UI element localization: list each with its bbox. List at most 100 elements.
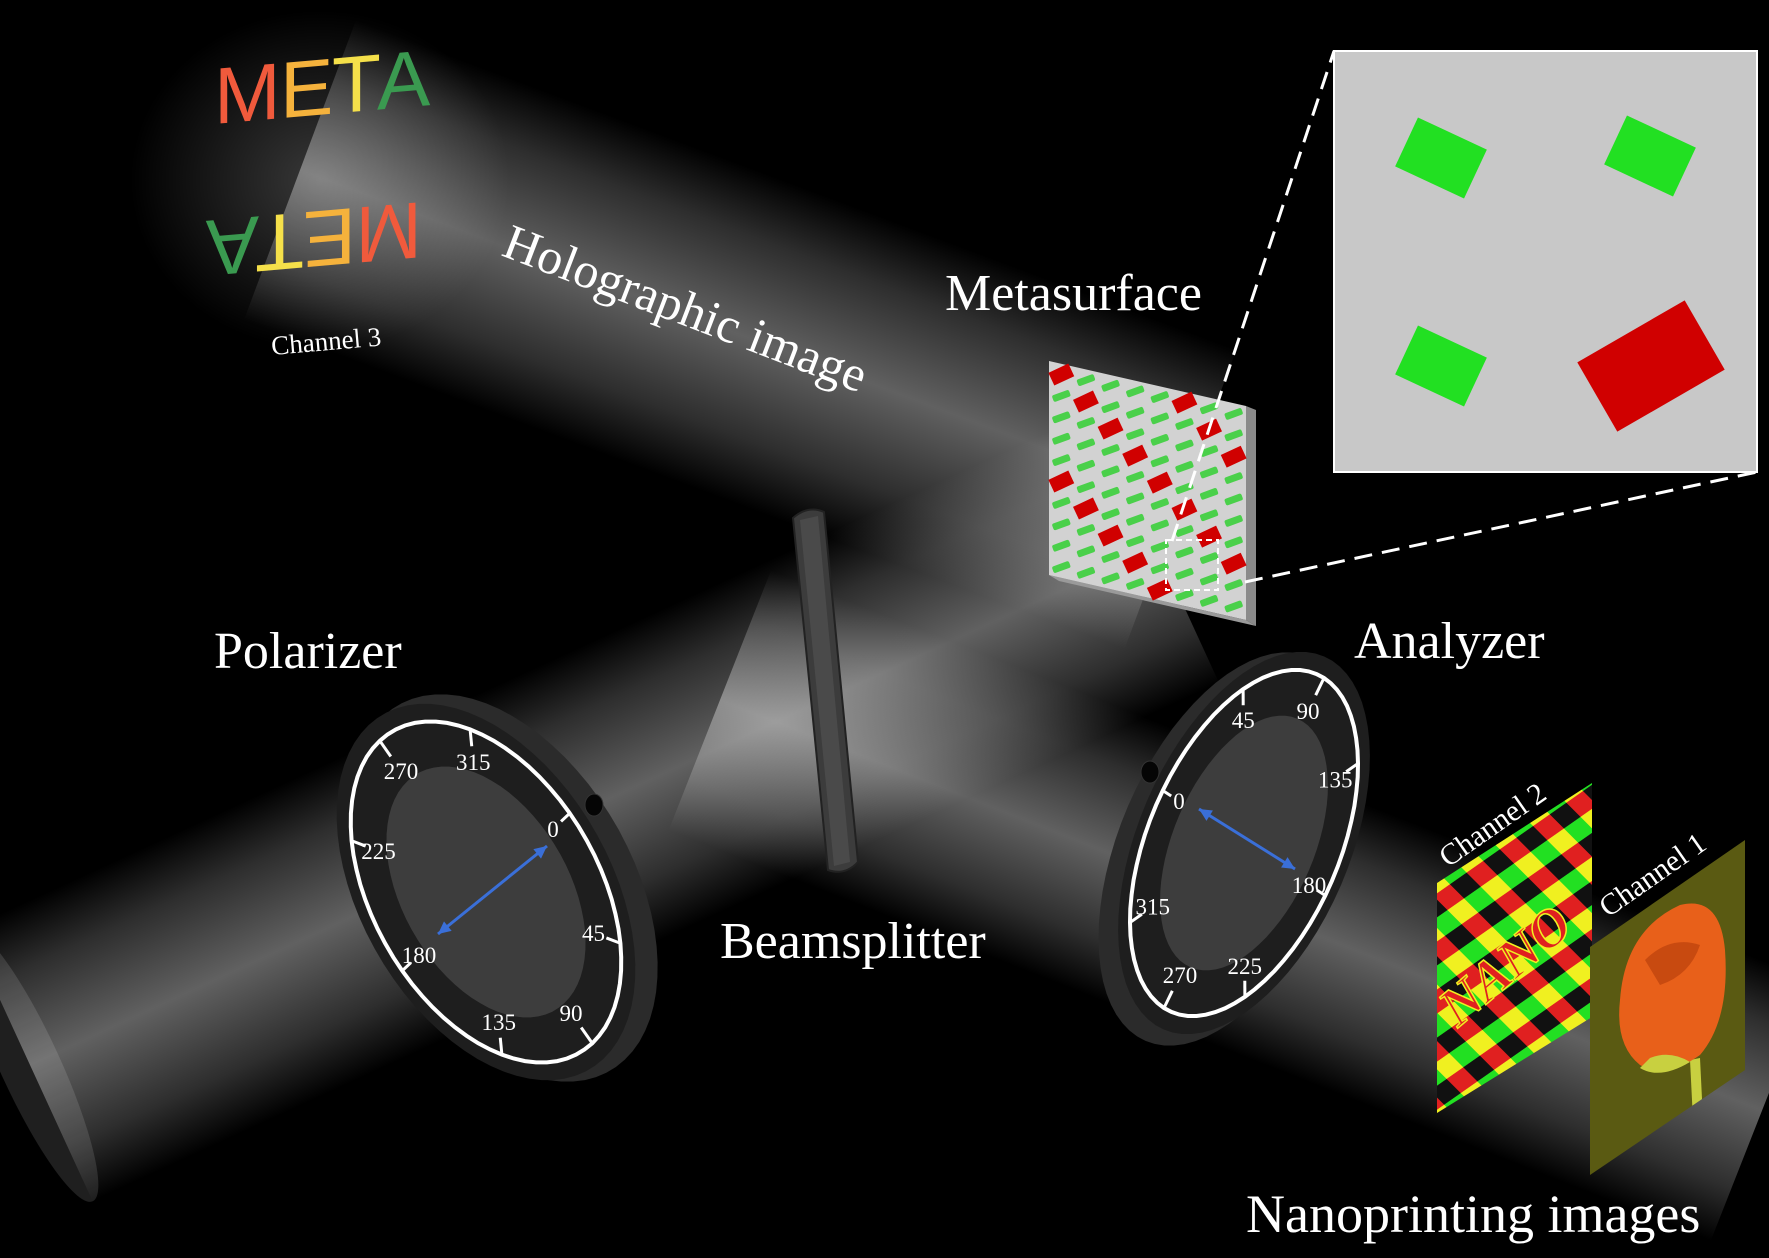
nanobrick-green <box>1150 519 1169 532</box>
nanobrick-green <box>1175 546 1194 559</box>
nanobrick-green <box>1101 572 1120 585</box>
nanobrick-green <box>1199 509 1219 522</box>
dial-tick <box>1345 762 1359 773</box>
nanobrick-green <box>1224 536 1243 549</box>
nanobrick-red <box>1146 578 1173 601</box>
nanobrick-green <box>1175 589 1194 602</box>
nanobrick-red <box>1171 391 1198 414</box>
dial-tick <box>378 739 393 758</box>
nanobrick-green <box>1199 573 1219 586</box>
nanobrick-red <box>1196 525 1222 548</box>
hologram-meta-upright: M E T A <box>214 32 431 141</box>
nanobrick-green <box>1224 579 1243 591</box>
beamsplitter-label: Beamsplitter <box>720 913 986 970</box>
nanobrick-green <box>1395 325 1487 407</box>
dial-tick <box>351 839 367 848</box>
dial-tick <box>1129 913 1143 924</box>
nanobrick-green <box>1101 551 1120 563</box>
nanobrick-green <box>1052 539 1071 552</box>
nanobrick-red <box>1171 498 1198 521</box>
nanobrick-green <box>1076 438 1096 451</box>
nanobrick-green <box>1604 115 1696 197</box>
nanobrick-green <box>1101 508 1120 520</box>
polarizer-label: Polarizer <box>214 623 402 680</box>
nanobrick-green <box>1126 428 1145 440</box>
nanobrick-red <box>1220 445 1247 468</box>
unit-cell-marker <box>1165 539 1219 591</box>
nanobrick-green <box>1076 417 1096 429</box>
nanobrick-green <box>1101 379 1120 392</box>
nanobrick-green <box>1224 493 1243 506</box>
meta-letter: A <box>377 32 431 127</box>
nanobrick-red <box>1073 390 1099 413</box>
dial-face <box>1118 652 1370 1034</box>
dial-angle-label: 180 <box>1292 873 1327 898</box>
nanobrick-green <box>1175 439 1194 452</box>
nanobrick-red <box>1122 551 1149 574</box>
analyzer-label: Analyzer <box>1354 613 1545 670</box>
nanobrick-green <box>1150 498 1169 510</box>
meta-letter: M <box>214 45 281 141</box>
dial-tick <box>1315 888 1327 897</box>
dial-angle-label: 0 <box>1173 789 1185 814</box>
dial-angle-label: 270 <box>384 759 419 784</box>
nanobrick-green <box>1150 455 1169 468</box>
nanobrick-green <box>1052 432 1071 445</box>
nanobrick-green <box>1101 465 1120 478</box>
nanobrick-green <box>1199 595 1219 607</box>
dial-knob[interactable] <box>584 793 604 817</box>
nanobrick-red <box>1097 524 1124 547</box>
dial-angle-label: 135 <box>1318 767 1353 792</box>
dial-knob[interactable] <box>1140 760 1160 784</box>
nanobrick-green <box>1126 492 1145 505</box>
metasurface-label: Metasurface <box>945 265 1202 322</box>
polarization-arrow <box>1198 807 1296 871</box>
arrowhead <box>533 846 547 859</box>
nanobrick-green <box>1199 445 1219 457</box>
dial-angle-label: 45 <box>582 921 605 946</box>
dial-angle-label: 315 <box>1136 895 1171 920</box>
nanobrick-green <box>1052 518 1071 531</box>
dial-angle-label: 225 <box>361 839 396 864</box>
nanobrick-red <box>1048 363 1075 386</box>
zoom-line-bottom <box>1244 470 1758 584</box>
dial-angle-label: 0 <box>547 817 559 842</box>
dial-tick <box>401 961 412 972</box>
polarization-arrow <box>437 844 548 936</box>
nanobrick-green <box>1199 402 1219 415</box>
nanobrick-green <box>1101 486 1120 499</box>
dial-angle-label: 180 <box>402 943 437 968</box>
nanobrick-green <box>1052 561 1071 573</box>
nanobrick-green <box>1052 411 1071 424</box>
nanobrick-green <box>1076 481 1096 493</box>
dial-angle-label: 315 <box>456 750 491 775</box>
dial-lens <box>1160 715 1328 971</box>
nanobrick-green <box>1175 461 1194 473</box>
nanobrick-green <box>1175 568 1194 580</box>
nanobrick-red <box>1073 497 1099 520</box>
dial-angle-label: 90 <box>1297 699 1320 724</box>
hologram-glow <box>130 10 510 350</box>
channel-1-image <box>1590 840 1745 1175</box>
metasurface-plate <box>1048 361 1256 626</box>
nanobrick-green <box>1052 454 1071 466</box>
nanoprinting-images-label: Nanoprinting images <box>1246 1184 1700 1244</box>
dial-tick <box>498 1037 504 1055</box>
nanobrick-green <box>1076 545 1096 558</box>
nanobrick-green <box>1126 471 1145 483</box>
nanobrick-red <box>1146 471 1173 494</box>
nanobrick-green <box>1224 429 1243 442</box>
nanobrick-green <box>1076 524 1096 536</box>
nanobrick-green <box>1150 541 1169 553</box>
nanobrick-green <box>1150 391 1169 403</box>
nanobrick-green <box>1224 600 1243 613</box>
channel-2-image <box>1437 783 1592 1113</box>
nanobrick-green <box>1052 390 1071 402</box>
nanobrick-green <box>1101 444 1120 456</box>
zoom-line-top <box>1170 50 1336 542</box>
meta-letter: T <box>255 195 304 289</box>
dial-tick <box>605 936 621 945</box>
